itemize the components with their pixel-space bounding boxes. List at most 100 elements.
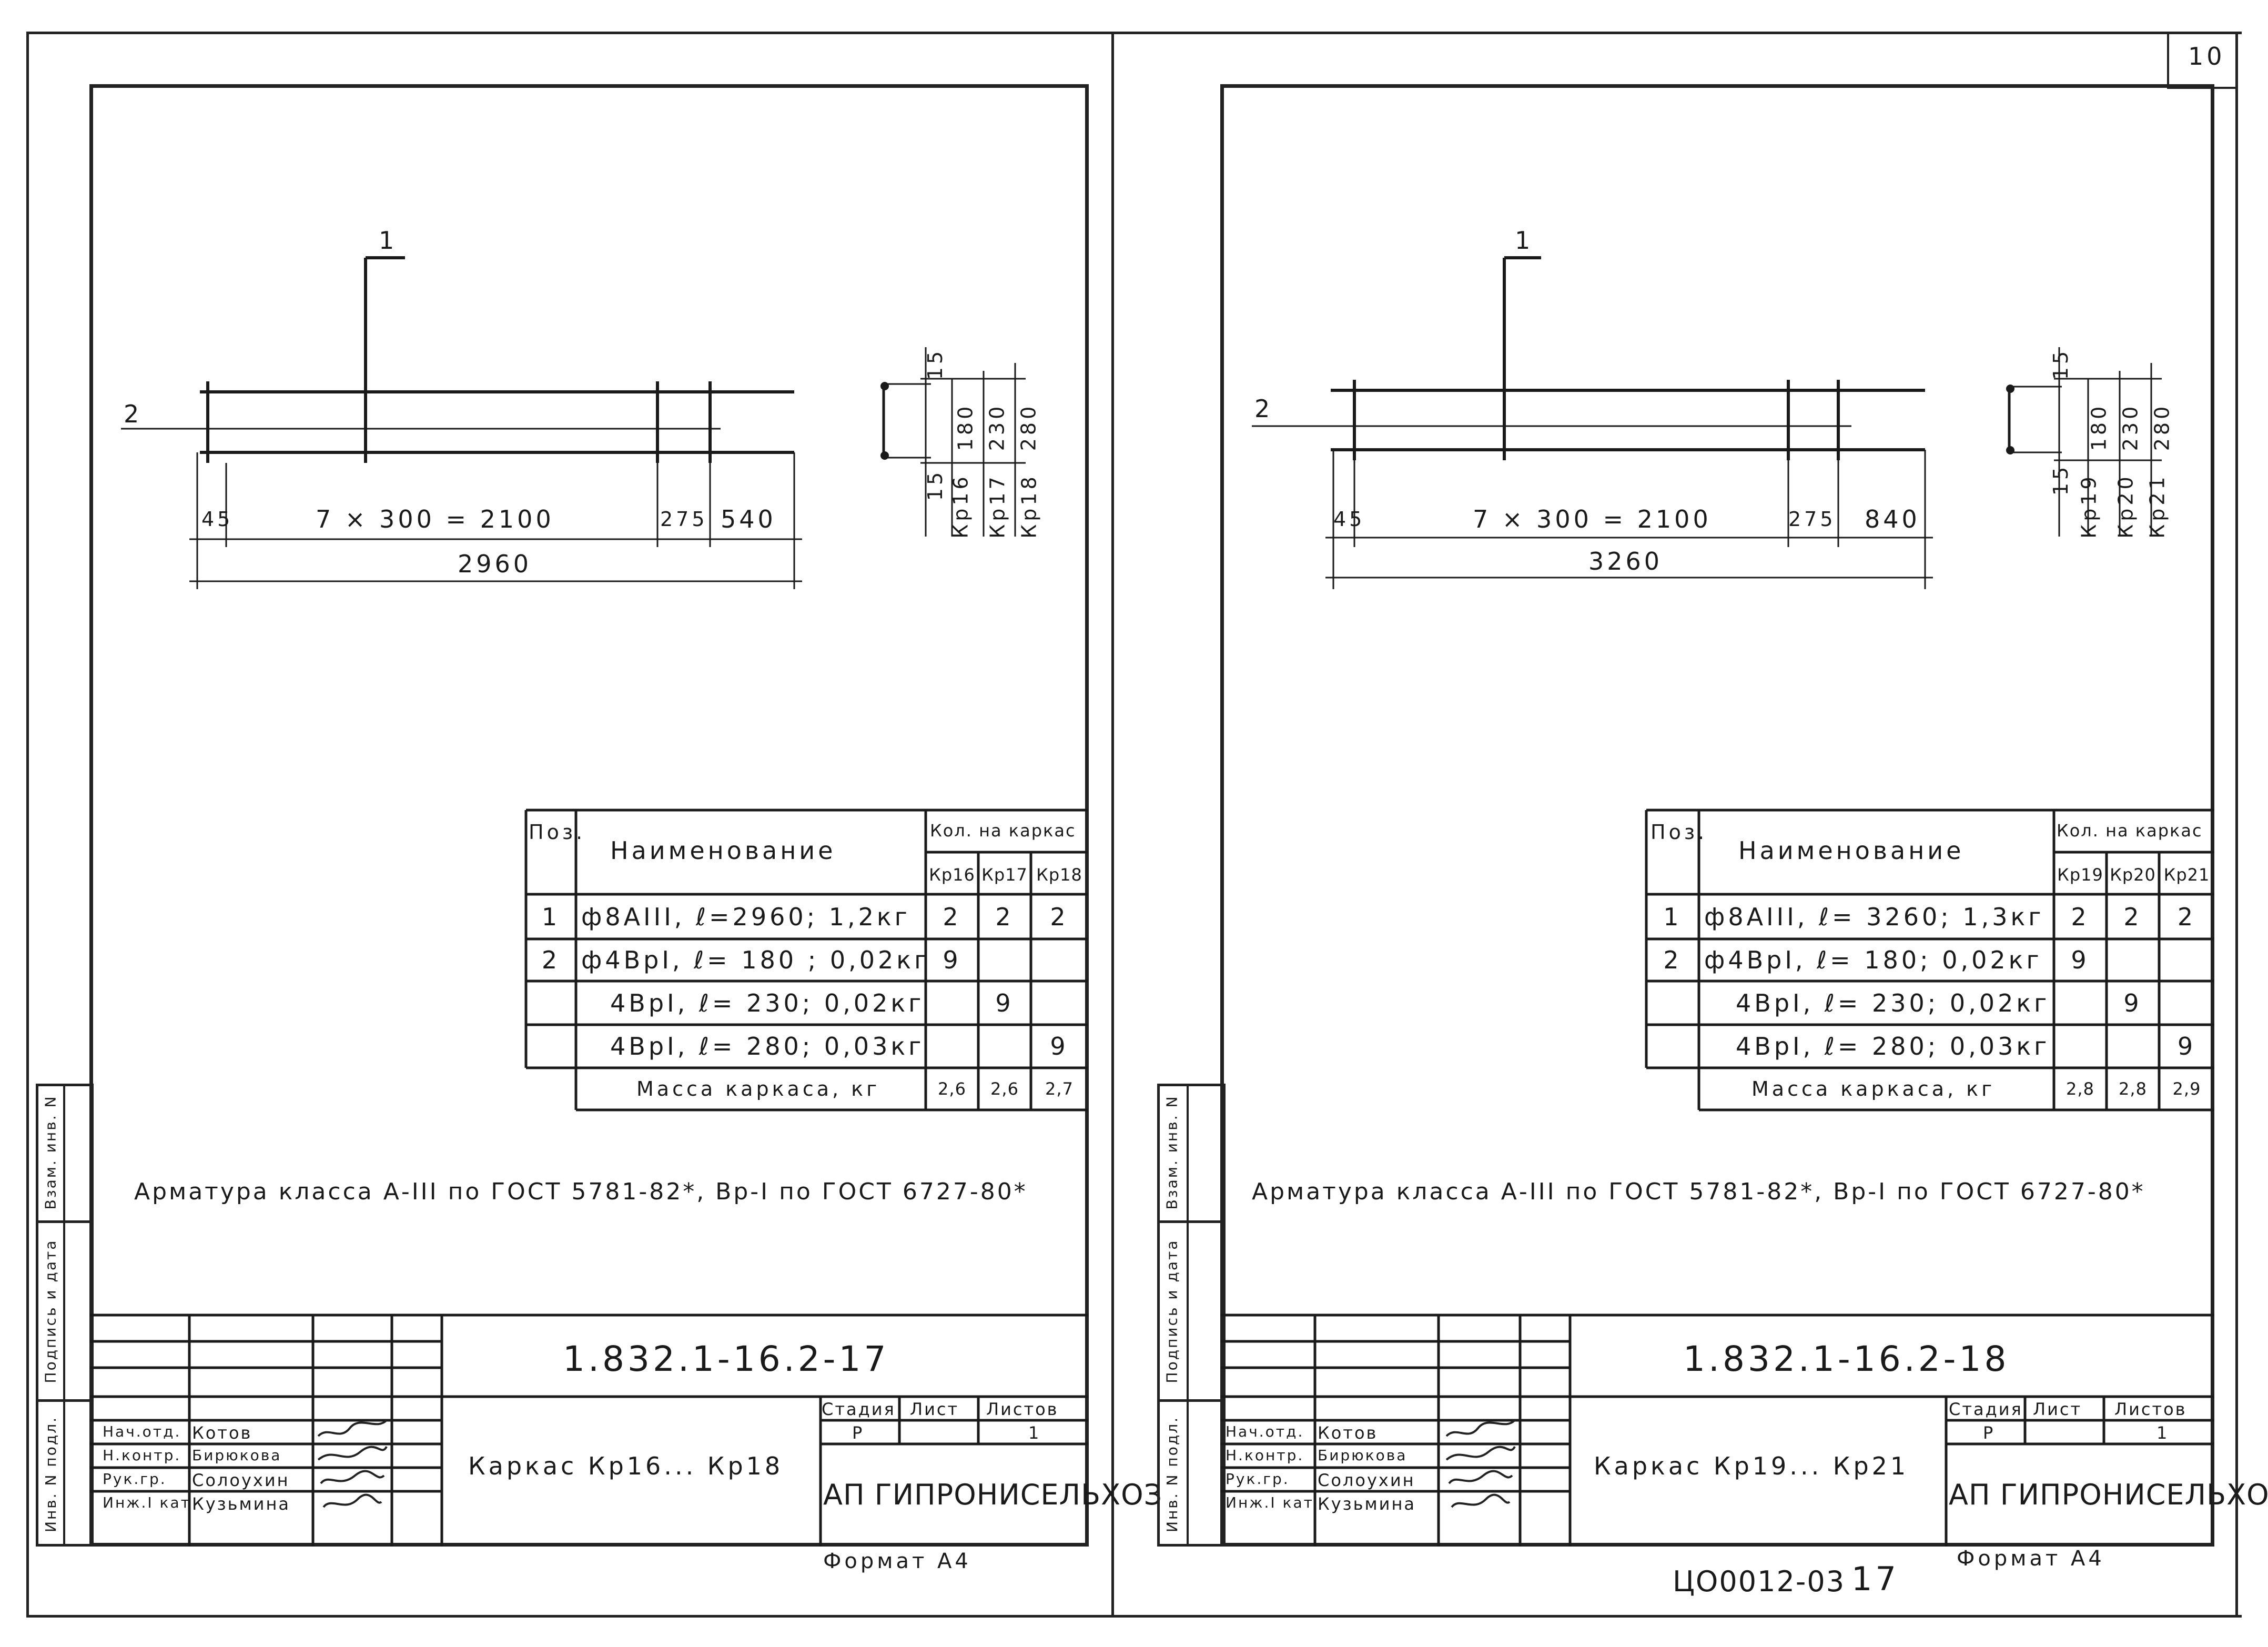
spec-mass-label: Масса каркаса, кг: [636, 1077, 880, 1100]
role-label: Инж.I кат: [103, 1494, 191, 1511]
dim-180-label: 180: [954, 403, 977, 451]
spec-table-grid: [524, 809, 1088, 1112]
dim-15-bottom-label: 15: [2049, 463, 2073, 496]
spec-col-3: Кр18: [1036, 864, 1082, 885]
page-border: [26, 32, 2242, 1618]
drawing-title: Каркас Кр16... Кр18: [468, 1452, 784, 1480]
stage-value: Р: [1983, 1423, 1995, 1443]
position-1-label: 1: [1515, 226, 1534, 255]
person-name: Котов: [192, 1423, 252, 1443]
role-label: Н.контр.: [1226, 1447, 1304, 1464]
rebar-drawing-left: [121, 256, 1026, 589]
dim-end-label: 540: [721, 505, 776, 533]
spec-mass-value: 2,6: [938, 1079, 966, 1099]
dim-start-label: 45: [1333, 508, 1365, 531]
organization-name: АП ГИПРОНИСЕЛЬХОЗ: [823, 1478, 1163, 1511]
drawing-code: 1.832.1-16.2-17: [563, 1339, 889, 1379]
dim-15-bottom-label: 15: [924, 469, 947, 501]
dim-280-label: 280: [2150, 403, 2174, 451]
page-right-rule: [2235, 32, 2238, 1618]
spec-row-name: 4ВрI, ℓ= 280; 0,03кг: [610, 1032, 925, 1060]
note-text-left: Арматура класса А-III по ГОСТ 5781-82*, …: [134, 1178, 1028, 1205]
role-label: Н.контр.: [103, 1447, 181, 1464]
stage-header: Стадия: [822, 1399, 896, 1419]
side-divider: [1157, 1399, 1226, 1402]
spec-row-qty: 2: [995, 902, 1014, 931]
stage-value: Р: [852, 1423, 864, 1443]
spec-row-name: ф4ВрI, ℓ= 180; 0,02кг: [1704, 946, 2042, 974]
sheets-header: Листов: [986, 1399, 1059, 1419]
dim-total-label: 3260: [1588, 547, 1663, 575]
dim-230-label: 230: [2119, 403, 2142, 451]
person-name: Котов: [1318, 1423, 1378, 1443]
spec-mass-value: 2,6: [990, 1079, 1019, 1099]
spec-mass-value: 2,9: [2172, 1079, 2201, 1099]
spec-col-1: Кр19: [2057, 864, 2103, 885]
spec-row-qty: 9: [2177, 1032, 2196, 1060]
spec-header-qty: Кол. на каркас: [930, 821, 1076, 841]
spec-col-2: Кр20: [2110, 864, 2156, 885]
format-label: Формат А4: [823, 1549, 971, 1573]
corner-number-box: [2167, 32, 2237, 89]
side-podp-label: Подпись и дата: [42, 1239, 59, 1383]
spec-row-qty: 9: [943, 946, 961, 974]
role-label: Нач.отд.: [1226, 1423, 1304, 1440]
spec-header-pos: Поз.: [529, 821, 586, 844]
sheets-value: 1: [1028, 1423, 1041, 1443]
spec-col-2: Кр17: [981, 864, 1028, 885]
dim-180-label: 180: [2087, 403, 2111, 451]
signatures: [1445, 1419, 1516, 1508]
section-label-b: Кр17: [986, 473, 1009, 539]
sheet-frame-left: [89, 84, 1089, 1547]
spec-row-name: ф8АIII, ℓ=2960; 1,2кг: [581, 902, 910, 931]
spec-row-pos: 1: [1663, 902, 1682, 931]
spec-row-qty: 2: [2123, 902, 2142, 931]
dim-275-label: 275: [1788, 508, 1836, 531]
organization-name: АП ГИПРОНИСЕЛЬХОЗ: [1949, 1478, 2268, 1511]
spec-table-left: Поз. Наименование Кол. на каркас Кр16 Кр…: [524, 809, 1088, 1112]
format-label: Формат А4: [1957, 1547, 2105, 1571]
position-2-label: 2: [124, 400, 143, 428]
corner-number: 10: [2188, 42, 2225, 70]
spec-row-pos: 1: [541, 902, 561, 931]
spec-table-right: Поз. Наименование Кол. на каркас Кр19 Кр…: [1645, 809, 2214, 1112]
section-label-a: Кр19: [2077, 473, 2101, 539]
side-vzam-label: Взам. инв. N: [1163, 1095, 1181, 1209]
side-col-divider: [63, 1084, 65, 1547]
person-name: Бирюкова: [1318, 1447, 1408, 1464]
dim-15-top-label: 15: [924, 348, 947, 380]
spec-mass-label: Масса каркаса, кг: [1751, 1077, 1996, 1100]
archive-code: ЦО0012-03: [1673, 1565, 1846, 1598]
spec-row-qty: 2: [1050, 902, 1069, 931]
sheets-value: 1: [2156, 1423, 2169, 1443]
dim-total-label: 2960: [458, 550, 532, 578]
spec-row-name: 4ВрI, ℓ= 280; 0,03кг: [1736, 1032, 2050, 1060]
page-divider: [1111, 32, 1114, 1618]
spec-row-qty: 2: [2177, 902, 2196, 931]
sheet-header: Лист: [910, 1399, 959, 1419]
spec-row-pos: 2: [541, 946, 561, 974]
spec-header-pos: Поз.: [1651, 821, 1708, 844]
spec-row-name: ф4ВрI, ℓ= 180 ; 0,02кг: [581, 946, 930, 974]
spec-mass-value: 2,8: [2119, 1079, 2147, 1099]
spec-table-grid: [1645, 809, 2214, 1112]
spec-row-qty: 9: [2071, 946, 2090, 974]
rebar-drawing-right: [1252, 256, 2162, 589]
stage-header: Стадия: [1949, 1399, 2023, 1419]
role-label: Рук.гр.: [103, 1470, 167, 1488]
section-label-b: Кр20: [2114, 473, 2138, 539]
drawing-code: 1.832.1-16.2-18: [1683, 1339, 2010, 1379]
position-1-label: 1: [379, 226, 398, 255]
spec-col-3: Кр21: [2163, 864, 2210, 885]
position-2-label: 2: [1254, 395, 1273, 423]
spec-row-name: ф8АIII, ℓ= 3260; 1,3кг: [1704, 902, 2044, 931]
side-vzam-label: Взам. инв. N: [42, 1095, 59, 1209]
spec-row-qty: 9: [2123, 988, 2142, 1017]
person-name: Кузьмина: [1318, 1494, 1416, 1514]
title-block-grid-right: [1220, 1313, 2214, 1547]
role-label: Нач.отд.: [103, 1423, 181, 1440]
side-inv-label: Инв. N подл.: [42, 1416, 59, 1532]
dim-span-label: 7 × 300 = 2100: [316, 505, 554, 533]
spec-header-name: Наименование: [1738, 836, 1965, 865]
side-col-divider: [1187, 1084, 1189, 1547]
